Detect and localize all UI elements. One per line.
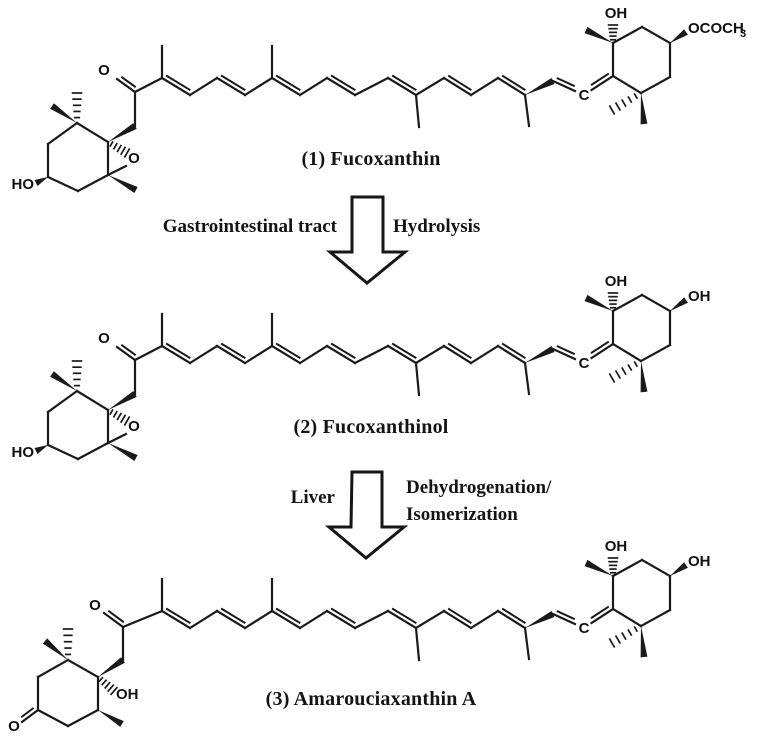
atom-label-left-hydroxyl: HO (12, 176, 35, 193)
down-arrow-icon (325, 470, 409, 560)
structure-caption-amarouciaxanthin: (3) Amarouciaxanthin A (265, 688, 477, 710)
structure-fucoxanthin: O HO O C OH OCOCH 3 (12, 5, 747, 193)
atom-label-chain-ketone-oxygen: O (98, 62, 110, 79)
arrow2-right-label-line2: Isomerization (406, 504, 518, 525)
arrow2-right-label: Dehydrogenation/ Isomerization (406, 474, 551, 528)
down-arrow-1 (325, 195, 410, 285)
atom-label-epoxide-oxygen: O (128, 418, 140, 435)
atom-label-acetoxy-group: OCOCH (688, 20, 744, 37)
atom-label-right-hydroxyl: OH (688, 553, 711, 570)
atom-label-right-hydroxyl: OH (688, 288, 711, 305)
atom-label-allene-carbon: C (579, 355, 590, 372)
down-arrow-icon (325, 195, 410, 285)
arrow1-left-label: Gastrointestinal tract (162, 216, 337, 237)
atom-label-ring-ketone-oxygen: O (8, 718, 20, 735)
atom-label-ring-hydroxyl: OH (116, 686, 139, 703)
structure-caption-fucoxanthin: (1) Fucoxanthin (301, 148, 441, 170)
atom-label-allene-carbon: C (579, 87, 590, 104)
atom-label-left-hydroxyl: HO (12, 444, 35, 461)
atom-label-chain-ketone-oxygen: O (89, 597, 101, 614)
fucoxanthin-skeleton (34, 24, 688, 193)
amarouciaxanthin-skeleton (20, 557, 688, 728)
fucoxanthinol-skeleton (34, 292, 688, 461)
structure-fucoxanthinol: O HO O C OH OH (12, 273, 711, 461)
arrow2-left-label: Liver (290, 487, 335, 508)
structure-caption-fucoxanthinol: (2) Fucoxanthinol (293, 416, 449, 438)
atom-label-top-hydroxyl: OH (605, 5, 628, 22)
down-arrow-2 (325, 470, 409, 560)
arrow2-right-label-line1: Dehydrogenation/ (406, 477, 552, 498)
atom-label-top-hydroxyl: OH (605, 538, 628, 555)
atom-label-allene-carbon: C (579, 620, 590, 637)
arrow1-right-label: Hydrolysis (393, 216, 481, 237)
atom-label-acetoxy-subscript: 3 (740, 28, 746, 40)
structure-amarouciaxanthin-a: O O OH C OH OH (8, 538, 711, 735)
atom-label-chain-ketone-oxygen: O (98, 330, 110, 347)
atom-label-epoxide-oxygen: O (128, 150, 140, 167)
atom-label-top-hydroxyl: OH (605, 273, 628, 290)
